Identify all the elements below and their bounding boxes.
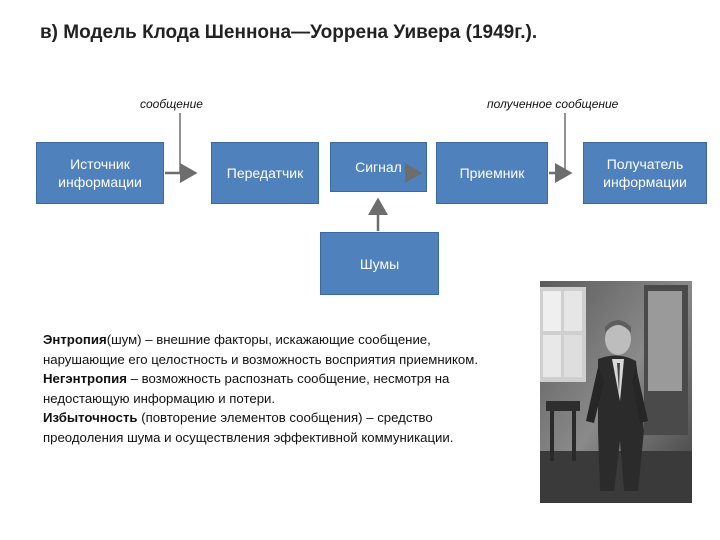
redundancy-paragraph: Избыточность (повторение элементов сообщ… xyxy=(43,408,513,447)
transmitter-box: Передатчик xyxy=(211,142,319,204)
received-message-label: полученное сообщение xyxy=(487,97,619,111)
portrait-illustration xyxy=(540,281,692,503)
message-label: сообщение xyxy=(140,97,203,111)
receiver-label: Приемник xyxy=(459,165,525,181)
negentropy-term: Негэнтропия xyxy=(43,371,127,387)
redundancy-term: Избыточность xyxy=(43,410,138,426)
noise-label: Шумы xyxy=(359,255,400,272)
negentropy-text: – возможность распознать сообщение, несм… xyxy=(43,371,450,406)
receiver-box: Приемник xyxy=(436,142,548,204)
destination-box: Получатель информации xyxy=(583,142,707,204)
entropy-term: Энтропия xyxy=(43,332,107,347)
entropy-text: (шум) – внешние факторы, искажающие сооб… xyxy=(43,332,478,367)
signal-label: Сигнал xyxy=(355,159,402,175)
redundancy-text: (повторение элементов сообщения) – средс… xyxy=(43,410,454,445)
transmitter-label: Передатчик xyxy=(226,165,304,181)
noise-box: Шумы xyxy=(320,232,439,295)
source-box: Источник информации xyxy=(36,142,164,204)
entropy-paragraph: Энтропия(шум) – внешние факторы, искажаю… xyxy=(43,330,513,369)
destination-label: Получатель информации xyxy=(603,156,687,190)
slide-title: в) Модель Клода Шеннона—Уоррена Уивера (… xyxy=(40,22,538,43)
source-label: Источник информации xyxy=(58,156,142,190)
portrait-photo xyxy=(540,281,692,503)
negentropy-paragraph: Негэнтропия – возможность распознать соо… xyxy=(43,369,513,408)
definitions-text: Энтропия(шум) – внешние факторы, искажаю… xyxy=(43,330,513,448)
